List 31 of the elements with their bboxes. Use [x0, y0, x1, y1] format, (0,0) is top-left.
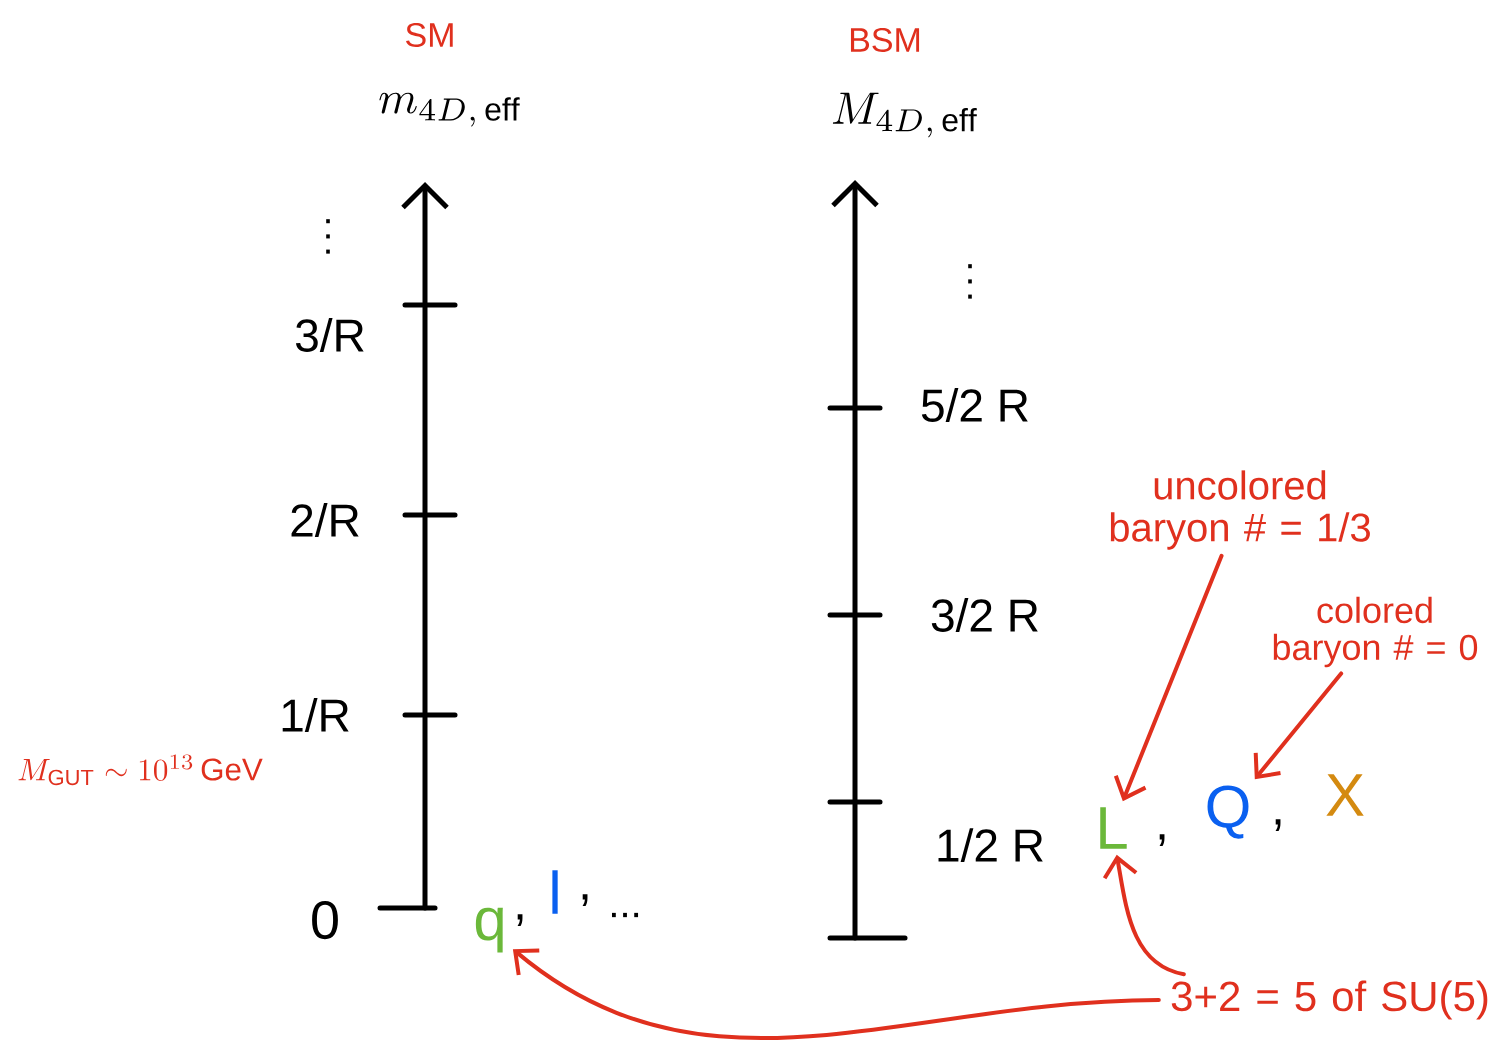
particle-symbol: q [475, 907, 503, 953]
axis-label: BSM [850, 27, 920, 53]
axis-label: , [517, 914, 523, 926]
axis-label: , [1159, 834, 1165, 846]
arrow [1253, 671, 1344, 780]
math-label: $m_{4D,\,\mathrm{eff}}$ [379, 92, 520, 127]
annotation-note: uncolored baryon # = 1/3 [1110, 470, 1370, 550]
axis-label: 1/2 R [938, 828, 1043, 862]
math-label: $M_{4D,\,\mathrm{eff}}$ [832, 92, 977, 138]
math-label: $\vdots$ [968, 264, 972, 299]
math-label: $\vdots$ [326, 219, 330, 254]
arrow [512, 948, 1161, 1041]
axis-label: 1/R [282, 698, 349, 732]
axis-label: , [1275, 819, 1281, 831]
arrow [1102, 854, 1186, 977]
axis-label: 5/2 R [921, 388, 1028, 422]
annotation-note: 3+2 = 5 of SU(5) [1171, 980, 1488, 1020]
annotation-note: colored baryon # = 0 [1273, 596, 1478, 668]
particle-symbol: L [1100, 807, 1127, 849]
axis-label: , [582, 894, 588, 906]
math-label: $M_{\mathrm{GUT}} \sim 10^{13}\,\mathrm{GeV}$ [18, 754, 263, 786]
particle-symbol: X [1326, 774, 1364, 816]
axis-label: 3/R [295, 318, 364, 352]
axis-label: 3/2 R [931, 598, 1038, 632]
axis-label: ... [612, 912, 639, 918]
arrow [1113, 553, 1224, 802]
particle-symbol: l [552, 870, 558, 914]
particle-symbol: Q [1207, 785, 1249, 839]
axis-label: SM [406, 22, 453, 48]
axis-label: 0 [312, 900, 338, 940]
axis-label: 2/R [291, 503, 359, 537]
